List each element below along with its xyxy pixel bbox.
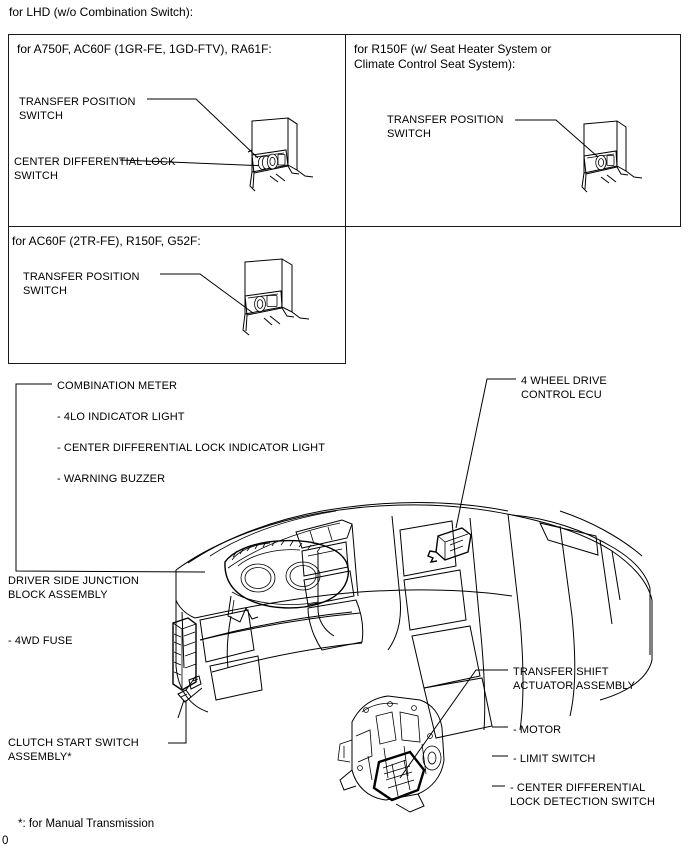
leader-transfer-shift-actuator — [399, 669, 508, 779]
callout-driver-side-junction-block-title: DRIVER SIDE JUNCTION — [8, 575, 139, 587]
panel-a-callout-transfer-position-switch-l1: TRANSFER POSITION — [19, 96, 136, 108]
callout-combination-meter-item-1: - CENTER DIFFERENTIAL LOCK INDICATOR LIG… — [57, 442, 326, 454]
page-heading: for LHD (w/o Combination Switch): — [9, 5, 194, 19]
panel-a-callout-transfer-position-switch-l2: SWITCH — [19, 110, 63, 122]
panel-c-callout-transfer-position-switch-l2: SWITCH — [23, 285, 67, 297]
callout-transfer-shift-actuator-title: TRANSFER SHIFT — [513, 666, 609, 678]
panel-c-title: for AC60F (2TR-FE), R150F, G52F: — [12, 234, 201, 248]
panel-a-title: for A750F, AC60F (1GR-FE, 1GD-FTV), RA61… — [17, 42, 272, 56]
callout-transfer-shift-actuator-item-3: LOCK DETECTION SWITCH — [510, 796, 656, 808]
panel-b-callout-transfer-position-switch-l2: SWITCH — [387, 128, 431, 140]
callout-combination-meter-item-2: - WARNING BUZZER — [57, 473, 166, 485]
panel-b-title: for R150F (w/ Seat Heater System or Clim… — [354, 42, 552, 71]
variant-panels-group — [8, 34, 681, 364]
combination-meter-cluster — [224, 539, 350, 623]
callout-clutch-start-switch-title: CLUTCH START SWITCH — [8, 737, 139, 749]
callout-4wd-control-ecu-title: 4 WHEEL DRIVE — [521, 375, 607, 387]
panel-c-callout-transfer-position-switch-l1: TRANSFER POSITION — [23, 271, 140, 283]
callout-driver-side-junction-block-title2: BLOCK ASSEMBLY — [8, 589, 108, 601]
panel-r150f-seat-heater — [345, 34, 681, 227]
callout-combination-meter-item-0: - 4LO INDICATOR LIGHT — [57, 411, 185, 423]
panel-ac60f-2tr-fe — [8, 226, 346, 364]
callout-transfer-shift-actuator-item-1: - LIMIT SWITCH — [513, 753, 596, 765]
callout-transfer-shift-actuator-item-2: - CENTER DIFFERENTIAL — [510, 782, 646, 794]
panel-b-callout-transfer-position-switch-l1: TRANSFER POSITION — [387, 114, 504, 126]
footnote-manual-transmission: *: for Manual Transmission — [18, 818, 155, 830]
driver-side-junction-block — [172, 617, 202, 691]
transfer-assembly — [337, 695, 445, 813]
callout-clutch-start-switch-title2: ASSEMBLY* — [8, 751, 72, 763]
clutch-start-switch-assembly — [177, 675, 203, 719]
callout-combination-meter-title: COMBINATION METER — [57, 380, 178, 392]
panel-a-callout-center-diff-lock-switch-l2: SWITCH — [14, 170, 58, 182]
transfer-shift-actuator-highlight — [372, 750, 426, 802]
callout-4wd-control-ecu-title2: CONTROL ECU — [521, 389, 602, 401]
panel-a750f — [8, 34, 346, 227]
four-wheel-drive-control-ecu — [427, 527, 472, 563]
leader-clutch-start-switch — [168, 700, 187, 744]
page-mark: 0 — [2, 835, 9, 847]
instrument-panel-illustration — [175, 501, 653, 739]
callout-transfer-shift-actuator-item-0: - MOTOR — [513, 724, 562, 736]
leader-4wd-control-ecu — [455, 378, 516, 529]
callout-transfer-shift-actuator-title2: ACTUATOR ASSEMBLY — [513, 680, 636, 692]
panel-a-callout-center-diff-lock-switch-l1: CENTER DIFFERENTIAL LOCK — [14, 156, 176, 168]
callout-driver-side-junction-block-item-0: - 4WD FUSE — [8, 635, 73, 647]
